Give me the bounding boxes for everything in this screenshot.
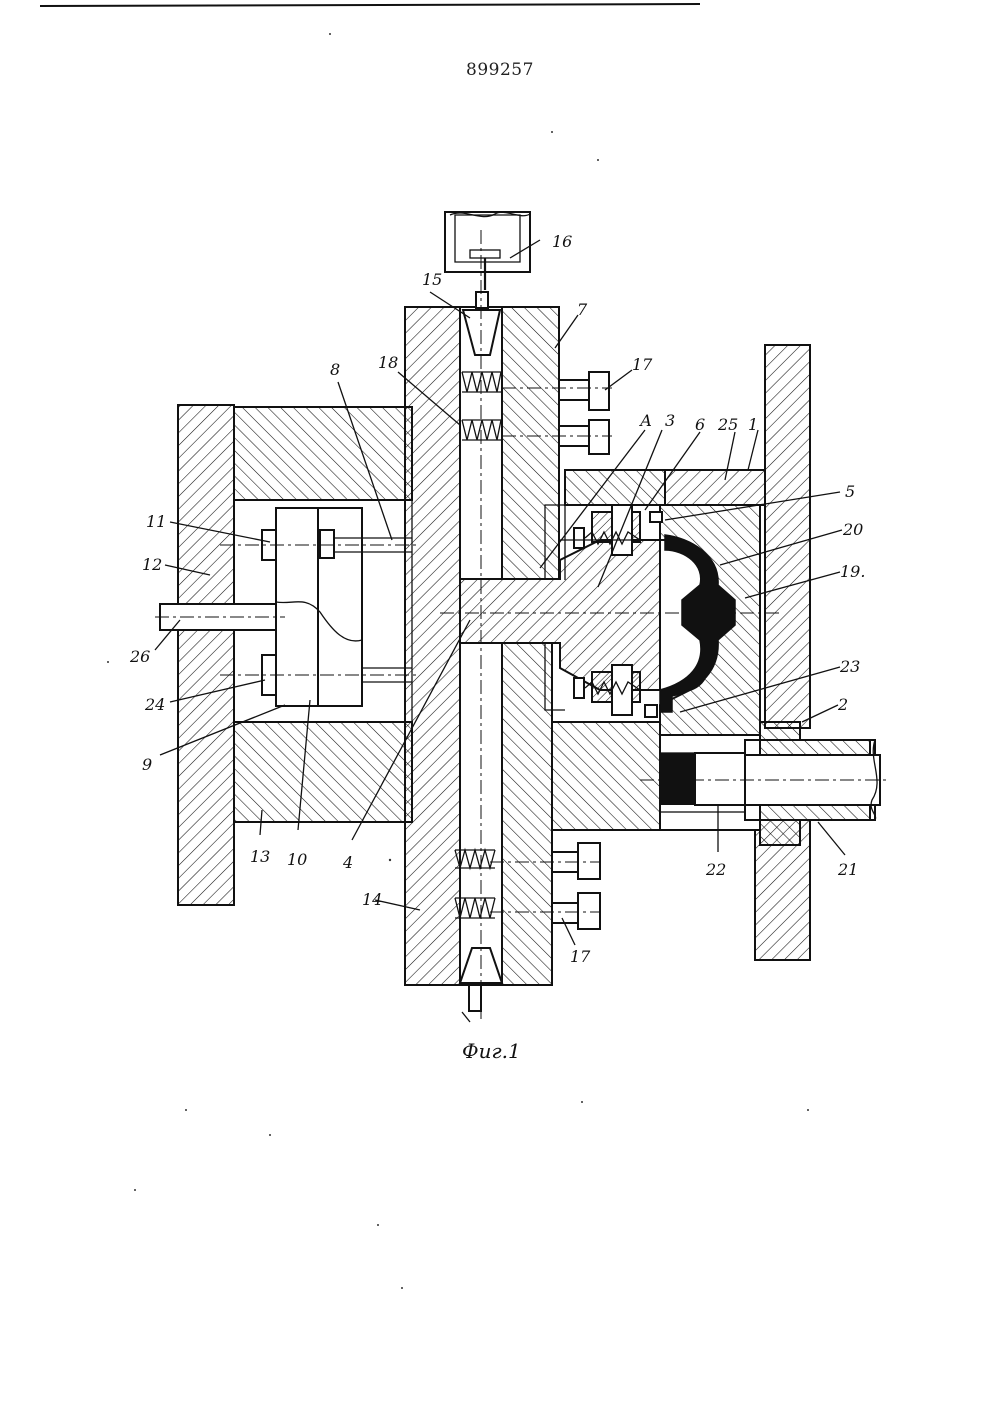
plate-7-lower [501,642,553,986]
lower-block-right [551,721,661,831]
lower-block [233,721,413,823]
label-19: 19. [840,562,865,581]
label-10: 10 [287,850,307,869]
label-5: 5 [845,482,855,501]
plunger-black [660,753,695,805]
bolts-17-lower [551,842,601,930]
figure-caption: Фиг.1 [462,1039,521,1063]
cylinder-16 [444,211,531,273]
center-column-14 [404,306,461,986]
label-20: 20 [842,520,863,539]
label-A: А [639,411,652,430]
plate-1 [664,469,766,506]
label-22: 22 [705,860,726,879]
left-frame-plate [177,404,235,906]
label-15: 15 [422,270,442,289]
label-3: 3 [665,411,675,430]
label-14: 14 [362,890,382,909]
label-16: 16 [552,232,572,251]
label-24: 24 [144,695,165,714]
label-7: 7 [577,300,588,319]
label-17-upper: 17 [632,355,653,374]
print-specks [107,33,809,1289]
label-12: 12 [142,555,162,574]
label-2: 2 [837,695,848,714]
bolts-17-upper [558,371,610,455]
pin-upper-right [319,529,335,559]
label-1: 1 [748,415,758,434]
document-number: 899257 [466,60,534,80]
piston-9 [275,507,319,707]
plate-6 [564,469,666,506]
label-4: 4 [342,853,353,872]
valve-lower [573,664,658,718]
label-8: 8 [330,360,340,379]
piston-cutaway [275,507,363,642]
label-17-lower: 17 [570,947,591,966]
springs-lower [454,847,496,919]
upper-block [233,406,413,501]
plunger-22 [694,752,746,806]
label-21: 21 [837,860,858,879]
right-frame-plate [764,344,811,729]
label-23: 23 [839,657,860,676]
label-26: 26 [129,647,150,666]
leader-lines [154,239,846,1023]
label-11: 11 [146,512,166,531]
label-25: 25 [717,415,738,434]
label-18: 18 [378,353,398,372]
label-6: 6 [695,415,705,434]
label-13: 13 [250,847,270,866]
plate-7-upper [501,306,560,580]
label-9: 9 [142,755,152,774]
molded-part-20 [659,534,736,713]
